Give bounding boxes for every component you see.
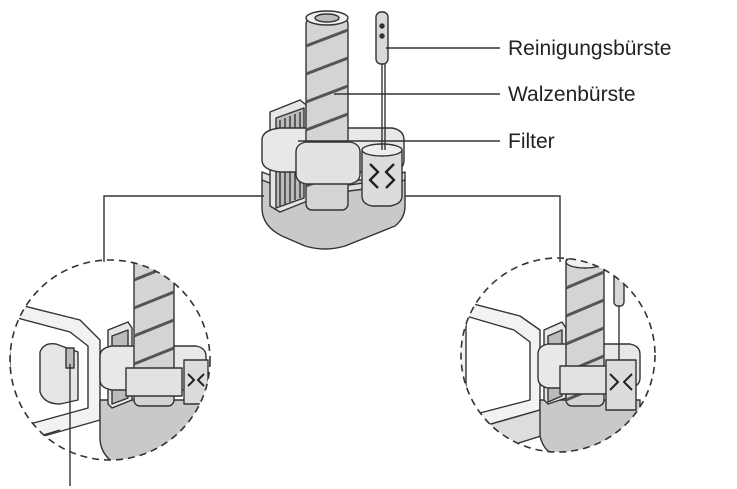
label-roller-brush: Walzenbürste <box>508 83 636 106</box>
label-filter: Filter <box>508 130 555 153</box>
detail-view-left <box>9 259 211 486</box>
detail-circle-left-border <box>9 259 211 461</box>
connector-right <box>405 195 561 262</box>
label-leader-lines <box>298 47 500 142</box>
connector-left <box>103 195 264 262</box>
detail-view-right <box>460 257 656 453</box>
label-cleaning-brush: Reinigungsbürste <box>508 37 672 60</box>
detail-circle-right-border <box>460 257 656 453</box>
cleaning-brush-part <box>375 11 389 150</box>
cleaning-station-main <box>261 10 406 250</box>
detail-connectors <box>103 195 561 262</box>
